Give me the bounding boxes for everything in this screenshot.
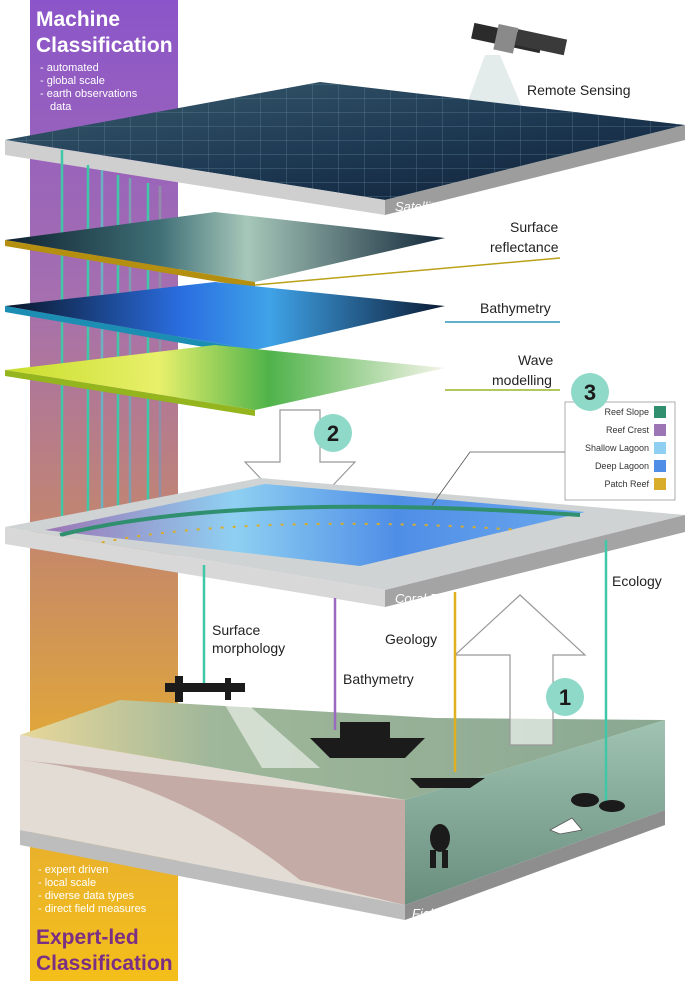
divers-pair-icon [571,793,625,812]
step-3-number: 3 [584,380,596,405]
legend-swatch [654,406,666,418]
expert-bullet-1: - expert driven [38,864,108,876]
diver-icon [430,824,450,868]
step-3-badge [571,373,609,411]
wave-modelling-label-2: modelling [492,372,552,388]
machine-bullet-3: - earth observations [40,88,138,100]
legend-label: Reef Crest [606,425,650,435]
field-data-label: Field Data [412,906,471,921]
machine-bullet-2: - global scale [40,75,105,87]
legend-label: Deep Lagoon [595,461,649,471]
expert-bullet-3: - diverse data types [38,890,134,902]
surface-morphology-label-2: morphology [212,640,285,656]
plane-footprint [225,702,320,768]
legend-pointer [431,451,471,506]
expert-title-2: Classification [36,952,173,975]
step-2-badge [314,414,352,452]
expert-bullet-2: - local scale [38,877,96,889]
research-boat-icon [310,722,425,758]
legend-swatch [654,460,666,472]
surface-reflectance-layer [5,212,561,288]
surface-morphology-label-1: Surface [212,622,260,638]
bathymetry-field-label: Bathymetry [343,671,414,687]
satellite-icon [471,22,568,56]
satellite-data-layer: Satellite Data [5,82,685,215]
expert-bullet-4: - direct field measures [38,903,147,915]
plane-icon [165,676,245,702]
step-1-number: 1 [559,685,571,710]
satellite-data-label: Satellite Data [395,199,472,214]
bathymetry-layer [5,282,560,356]
machine-title-1: Machine [36,8,120,31]
machine-bullet-1: - automated [40,62,99,74]
coral-reef-map-label: Coral Reef Map [395,591,486,606]
legend-label: Patch Reef [604,479,649,489]
geology-label: Geology [385,631,437,647]
step-1-badge [546,678,584,716]
surface-reflectance-label-2: reflectance [490,239,559,255]
wave-modelling-label-1: Wave [518,352,553,368]
step-2-number: 2 [327,421,339,446]
legend-label: Shallow Lagoon [585,443,649,453]
machine-bullet-4: data [50,101,72,113]
quadrat-icon [549,817,583,835]
small-boat-icon [410,778,485,788]
coral-reef-map-layer: Coral Reef Map [5,478,685,607]
legend-label: Reef Slope [604,407,649,417]
surface-reflectance-label-1: Surface [510,219,558,235]
expert-title-1: Expert-led [36,926,139,949]
bathymetry-layer-label: Bathymetry [480,300,551,316]
remote-sensing-label: Remote Sensing [527,82,631,98]
ecology-label: Ecology [612,573,662,589]
legend-swatch [654,442,666,454]
wave-modelling-layer [5,345,560,416]
legend-swatch [654,424,666,436]
legend-swatch [654,478,666,490]
machine-title-2: Classification [36,34,173,57]
